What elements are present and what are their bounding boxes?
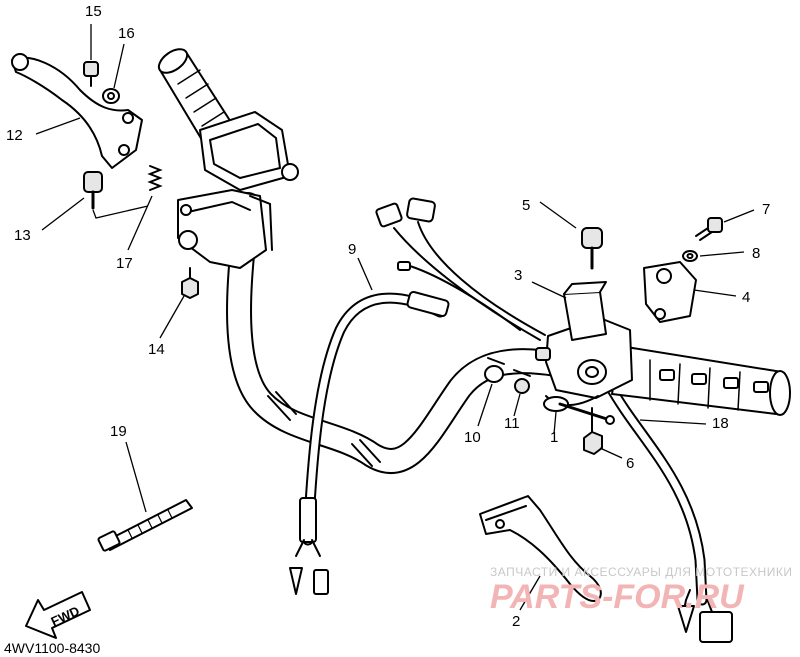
leader-lines [35,24,755,611]
label-14: 14 [148,341,165,358]
label-8: 8 [752,245,760,262]
watermark: ЗАПЧАСТИ И АКСЕССУАРЫ ДЛЯ МОТОТЕХНИКИ PA… [490,565,792,616]
label-13: 13 [14,227,31,244]
cover-4 [643,261,697,323]
label-1: 1 [550,429,558,446]
label-12: 12 [6,127,23,144]
label-18: 18 [712,415,729,432]
label-11: 11 [504,415,520,432]
label-4: 4 [742,289,750,306]
label-10: 10 [464,429,481,446]
watermark-tagline: ЗАПЧАСТИ И АКСЕССУАРЫ ДЛЯ МОТОТЕХНИКИ [490,565,792,579]
part-number-labels: 15 16 12 13 17 14 9 5 3 7 8 4 10 11 1 6 … [6,3,770,630]
diagram-code: 4WV1100-8430 [4,640,100,656]
washer-8 [682,250,698,262]
spring-17 [147,165,163,191]
label-7: 7 [762,201,770,218]
right-grip [611,345,791,416]
label-9: 9 [348,241,356,258]
bolt-13 [83,171,103,210]
label-19: 19 [110,423,127,440]
clamp-10 [484,357,505,383]
label-5: 5 [522,197,530,214]
cable-tie-19 [97,499,193,552]
brake-lever [479,495,602,602]
nut-6 [583,407,603,455]
label-3: 3 [514,267,522,284]
watermark-logo: PARTS-FOR.RU [490,578,745,616]
label-16: 16 [118,25,135,42]
label-15: 15 [85,3,102,20]
label-17: 17 [116,255,133,272]
bolt-15 [83,61,99,87]
collar-11 [513,369,531,394]
bolt-5 [581,227,603,270]
cable-9 [289,290,450,595]
bracket-3 [563,281,607,341]
wire-harness [375,197,546,341]
left-switch-housing [199,111,299,191]
screw-7 [695,217,723,241]
fwd-arrow-icon: FWD [25,591,91,639]
throttle-housing [535,317,633,425]
label-6: 6 [626,455,634,472]
left-lever-holder [177,189,273,269]
collar-16 [102,88,120,104]
cable-18 [604,380,733,643]
clutch-lever [11,53,143,169]
nut-14 [181,267,199,299]
label-2: 2 [512,613,520,630]
